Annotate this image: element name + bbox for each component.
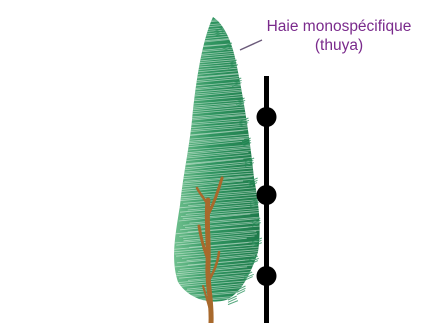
post-node-middle bbox=[257, 185, 277, 205]
hedge-type-label-line1: Haie monospécifique bbox=[244, 17, 434, 36]
post-node-bottom bbox=[257, 266, 277, 286]
hedge-type-label: Haie monospécifique (thuya) bbox=[244, 17, 434, 55]
fence-post-icon bbox=[257, 76, 277, 323]
hedge-type-label-line2: (thuya) bbox=[244, 36, 434, 55]
post-node-top bbox=[257, 107, 277, 127]
